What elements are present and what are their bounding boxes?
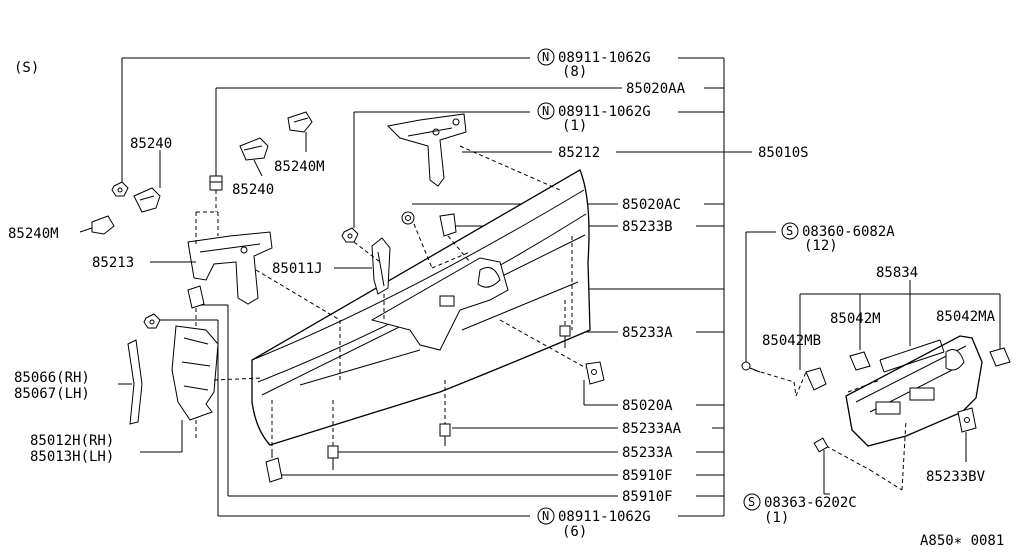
screw-top-prefix: S [786, 224, 793, 238]
side-bracket-85012h [140, 325, 263, 453]
callout-13-prefix: N [542, 509, 549, 523]
clip-85042m [849, 351, 871, 371]
callout-9-part: 85233AA [622, 421, 682, 437]
callout-screw-bottom: S 08363-6202C (1) [743, 493, 857, 526]
screw-08363 [813, 437, 829, 453]
screw-bottom-prefix: S [748, 495, 755, 509]
bolt-85233a-lower [327, 400, 339, 470]
clip-85042mb [805, 367, 827, 391]
nut-08911-top-left [111, 181, 129, 197]
nut-85020aa [209, 175, 223, 212]
label-85233bv: 85233BV [926, 469, 986, 485]
label-85042m: 85042M [830, 311, 881, 327]
callout-12-part: 85910F [622, 489, 673, 505]
label-85067: 85067(LH) [14, 386, 90, 402]
clip-85240m-a [79, 215, 115, 235]
clip-85240-b [239, 137, 269, 177]
label-85240-a: 85240 [130, 136, 172, 152]
screw-top-qty: (12) [804, 238, 838, 254]
nut-08911-mid [341, 227, 381, 263]
label-85013h: 85013H(LH) [30, 449, 114, 465]
assembly-bracket [588, 58, 752, 516]
section-mark: (S) [14, 60, 39, 76]
clip-85910f-lower [265, 400, 283, 483]
callout-1-qty: (8) [562, 64, 587, 80]
label-85213: 85213 [92, 255, 134, 271]
callout-3-qty: (1) [562, 118, 587, 134]
callout-3-prefix: N [542, 104, 549, 118]
label-85042ma: 85042MA [936, 309, 996, 325]
grommet-85020ac [401, 211, 471, 269]
reinforcement-85011j [334, 237, 391, 320]
nut-08911-lower [143, 313, 161, 329]
callout-11-part: 85910F [622, 468, 673, 484]
callout-1-prefix: N [542, 50, 549, 64]
callout-3: N 08911-1062G (1) [537, 102, 651, 134]
bumper-fascia [251, 169, 591, 446]
screw-08360 [741, 361, 761, 373]
bolt-85233a-upper [559, 300, 571, 348]
clip-85042ma [989, 347, 1011, 367]
callout-13-part: 08911-1062G [558, 509, 651, 525]
label-85011j: 85011J [272, 261, 323, 277]
screw-bottom-part: 08363-6202C [764, 495, 857, 511]
clip-85233b [439, 213, 471, 263]
callout-4-part: 85212 [558, 145, 600, 161]
label-85012h: 85012H(RH) [30, 433, 114, 449]
callout-screw-top: S 08360-6082A (12) [781, 222, 895, 254]
label-85042mb: 85042MB [762, 333, 821, 349]
nut-85233bv [957, 407, 977, 433]
callout-5-part: 85020AC [622, 197, 681, 213]
label-85240m-b: 85240M [274, 159, 325, 175]
callout-6-part: 85233B [622, 219, 673, 235]
clip-85240m-b [287, 111, 313, 152]
clip-85240-a [133, 150, 161, 213]
label-85240-b: 85240 [232, 182, 274, 198]
callout-1: N 08911-1062G (8) [537, 48, 651, 80]
screw-top-part: 08360-6082A [802, 224, 895, 240]
bracket-85212 [386, 113, 561, 191]
callout-2-part: 85020AA [626, 81, 686, 97]
callout-7-part: 85233A [622, 325, 673, 341]
screw-bottom-qty: (1) [764, 510, 789, 526]
label-85240m-a: 85240M [8, 226, 59, 242]
callout-3-part: 08911-1062G [558, 104, 651, 120]
callout-10-part: 85233A [622, 445, 673, 461]
panel-85834 [845, 335, 983, 447]
label-85834: 85834 [876, 265, 918, 281]
label-85066: 85066(RH) [14, 370, 90, 386]
callout-1-part: 08911-1062G [558, 50, 651, 66]
assembly-number: 85010S [758, 145, 809, 161]
callout-13: N 08911-1062G (6) [537, 507, 651, 540]
nut-85020a [499, 319, 605, 385]
side-trim-85066 [118, 339, 143, 425]
panel-leaders [745, 231, 1001, 495]
bolt-85233aa [439, 380, 451, 446]
callout-13-qty: (6) [562, 524, 587, 540]
drawing-code: A850∗ 0081 [920, 533, 1004, 549]
bracket-85213 [187, 211, 341, 380]
callout-8-part: 85020A [622, 398, 673, 414]
